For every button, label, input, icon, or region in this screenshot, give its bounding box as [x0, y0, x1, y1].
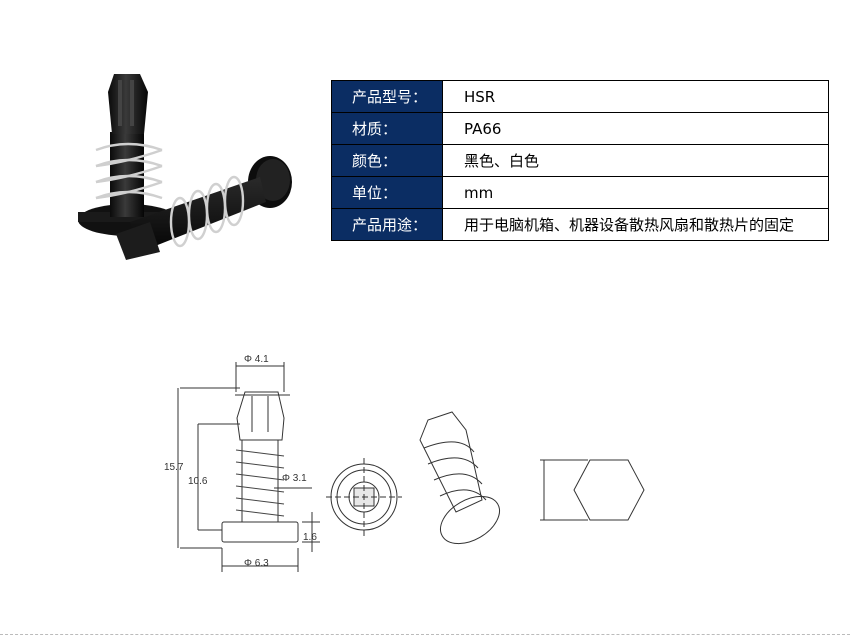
- spec-row: 产品用途： 用于电脑机箱、机器设备散热风扇和散热片的固定: [331, 208, 829, 241]
- spec-value: mm: [442, 176, 829, 209]
- bottom-divider: [0, 634, 850, 635]
- dimension-lines: [177, 362, 320, 572]
- spec-row: 单位： mm: [331, 176, 829, 209]
- spec-table: 产品型号： HSR 材质： PA66 颜色： 黑色、白色 单位： mm 产品用途…: [331, 80, 829, 241]
- technical-drawing: Φ 4.1 15.7 10.6 Φ 3.1 1.6 Φ 6.3: [164, 354, 645, 572]
- side-view-spring: [235, 449, 285, 517]
- top-view: [326, 458, 402, 536]
- dim-head-diameter: Φ 6.3: [244, 558, 269, 569]
- spec-key: 单位：: [331, 176, 443, 209]
- dim-spring-diameter: Φ 3.1: [282, 473, 307, 484]
- spec-value: 黑色、白色: [442, 144, 829, 177]
- spec-value: HSR: [442, 80, 829, 113]
- spec-key: 材质：: [331, 112, 443, 145]
- dim-shaft-length: 10.6: [188, 476, 208, 487]
- spec-key: 产品用途：: [331, 208, 443, 241]
- spec-row: 产品型号： HSR: [331, 80, 829, 113]
- spring-upright: [95, 142, 163, 200]
- spec-value: PA66: [442, 112, 829, 145]
- product-photo: [78, 74, 292, 260]
- side-view-outline: [221, 391, 299, 543]
- spec-row: 颜色： 黑色、白色: [331, 144, 829, 177]
- spec-row: 材质： PA66: [331, 112, 829, 145]
- spec-key: 产品型号：: [331, 80, 443, 113]
- spec-key: 颜色：: [331, 144, 443, 177]
- hexagon-view: [540, 459, 645, 521]
- dim-total-height: 15.7: [164, 462, 184, 473]
- spec-value: 用于电脑机箱、机器设备散热风扇和散热片的固定: [442, 208, 829, 241]
- dim-head-thickness: 1.6: [303, 532, 317, 543]
- spring-lying: [169, 175, 245, 248]
- isometric-view: [419, 411, 500, 545]
- dim-top-diameter: Φ 4.1: [244, 354, 269, 365]
